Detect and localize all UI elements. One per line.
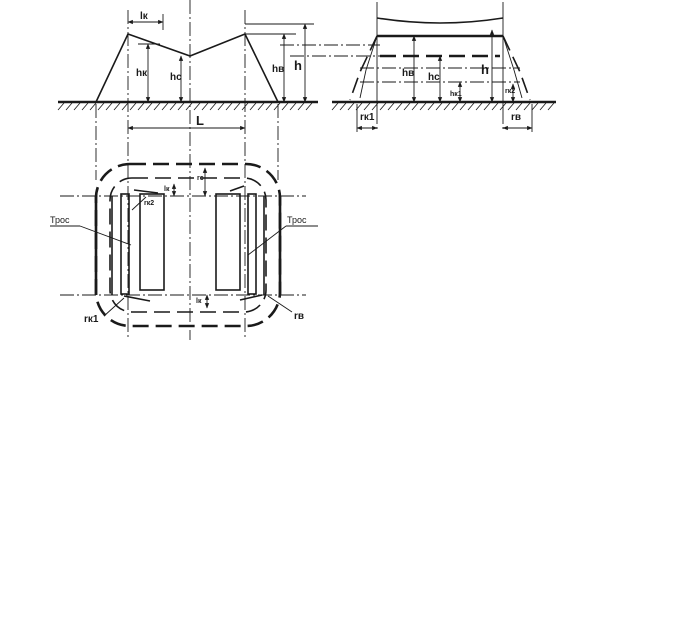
ground-hatch-mark: [459, 102, 467, 111]
ground-hatch-mark: [507, 102, 515, 111]
h-label: h: [294, 58, 302, 73]
end-ground-hatch: [331, 102, 555, 111]
ground-hatch-mark: [523, 102, 531, 111]
L-label: L: [196, 113, 204, 128]
lk-label: lк: [140, 11, 149, 22]
ground-hatch-mark: [193, 102, 201, 111]
hk-label: hк: [136, 68, 148, 79]
plan-view: rс lк rк2 lк rк1 rв Трос Трос: [50, 162, 318, 328]
ground-hatch-mark: [387, 102, 395, 111]
ground-hatch-mark: [475, 102, 483, 111]
ground-hatch-mark: [169, 102, 177, 111]
ground-hatch-mark: [305, 102, 313, 111]
plan-outer-dashed-loop: [94, 162, 282, 328]
ground-hatch-mark: [153, 102, 161, 111]
hc-label: hс: [170, 72, 182, 83]
ground-hatch-mark: [65, 102, 73, 111]
ground-hatch-mark: [161, 102, 169, 111]
plan-rope-left-inner: [139, 193, 165, 291]
plan-inner-dashed-loop: [109, 177, 267, 313]
ground-hatch-mark: [491, 102, 499, 111]
ground-hatch-mark: [81, 102, 89, 111]
end-hb-label: hв: [402, 68, 414, 79]
ground-hatch-mark: [89, 102, 97, 111]
side-view: lк hк hс hв h L: [57, 0, 318, 340]
ground-hatch-mark: [209, 102, 217, 111]
ground-hatch-mark: [451, 102, 459, 111]
end-view: hв hс hк1 h rк2 rк1 rв: [331, 2, 556, 132]
ground-hatch-mark: [411, 102, 419, 111]
ground-hatch-mark: [281, 102, 289, 111]
ground-hatch-mark: [105, 102, 113, 111]
end-rk2-label: rк2: [505, 88, 515, 95]
plan-rope-right: [247, 193, 257, 295]
ground-hatch-mark: [289, 102, 297, 111]
plan-rope-left-label: Трос: [50, 215, 70, 225]
plan-rk2-label: rк2: [144, 200, 154, 207]
end-slant-right: [502, 35, 531, 101]
hb-label: hв: [272, 64, 284, 75]
ground-hatch-mark: [201, 102, 209, 111]
plan-rb-label: rв: [294, 311, 304, 322]
ground-hatch-mark: [419, 102, 427, 111]
end-hk1-label: hк1: [450, 91, 462, 98]
ground-hatch-mark: [185, 102, 193, 111]
end-h-label: h: [481, 62, 489, 77]
plan-rk1-label: rк1: [84, 314, 99, 325]
plan-rope-right-label: Трос: [287, 215, 307, 225]
ground-hatch-mark: [547, 102, 555, 111]
ground-hatch-mark: [515, 102, 523, 111]
ground-hatch-mark: [137, 102, 145, 111]
ground-hatch-mark: [217, 102, 225, 111]
end-slant-left: [349, 35, 378, 101]
plan-rope-right-inner: [215, 193, 241, 291]
ground-hatch-mark: [443, 102, 451, 111]
ground-hatch-mark: [145, 102, 153, 111]
ground-hatch-mark: [531, 102, 539, 111]
ground-hatch-mark: [483, 102, 491, 111]
ground-hatch-mark: [403, 102, 411, 111]
end-hc-label: hс: [428, 72, 440, 83]
ground-hatch-mark: [129, 102, 137, 111]
ground-hatch-mark: [467, 102, 475, 111]
ground-hatch-mark: [57, 102, 65, 111]
ground-hatch-mark: [539, 102, 547, 111]
ground-hatch-mark: [249, 102, 257, 111]
ground-hatch-mark: [427, 102, 435, 111]
ground-hatch-mark: [257, 102, 265, 111]
ground-hatch-mark: [233, 102, 241, 111]
end-rk1-label: rк1: [360, 112, 375, 123]
ground-hatch-mark: [347, 102, 355, 111]
ground-hatch-mark: [97, 102, 105, 111]
ground-hatch-mark: [225, 102, 233, 111]
side-profile-outline: [95, 32, 279, 103]
plan-rc-label: rс: [197, 175, 204, 182]
plan-lk-top-label: lк: [164, 186, 170, 193]
ground-hatch-mark: [273, 102, 281, 111]
ground-hatch-mark: [121, 102, 129, 111]
ground-hatch-mark: [177, 102, 185, 111]
ground-hatch-mark: [363, 102, 371, 111]
ground-hatch-mark: [331, 102, 339, 111]
ground-hatch-mark: [395, 102, 403, 111]
ground-hatch-mark: [339, 102, 347, 111]
ground-hatch-mark: [297, 102, 305, 111]
end-top-rope: [376, 17, 504, 24]
end-rb-label: rв: [511, 112, 521, 123]
plan-lk-bottom-label: lк: [196, 298, 202, 305]
ground-hatch-mark: [435, 102, 443, 111]
ground-hatch-mark: [113, 102, 121, 111]
ground-hatch-mark: [73, 102, 81, 111]
ground-hatch-mark: [265, 102, 273, 111]
ground-hatch-mark: [379, 102, 387, 111]
